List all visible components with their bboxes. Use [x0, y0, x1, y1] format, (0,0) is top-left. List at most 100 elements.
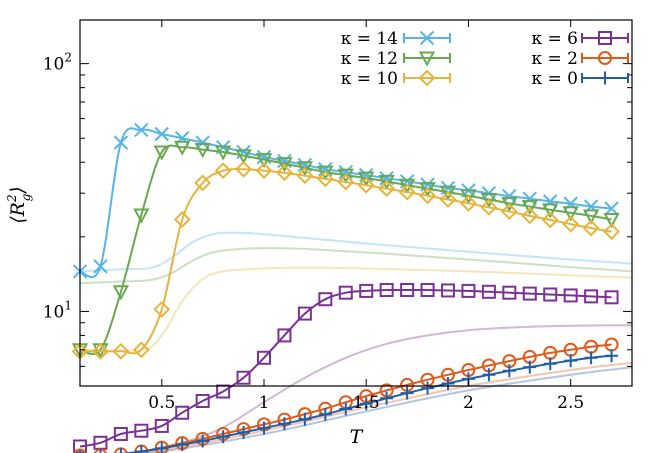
legend-item: κ = 0 [532, 69, 629, 89]
data-point [133, 208, 150, 224]
data-point [439, 185, 457, 201]
data-point [277, 417, 291, 431]
legend-item: κ = 14 [341, 29, 451, 49]
data-point [603, 223, 620, 240]
data-point [502, 285, 517, 300]
data-point [439, 191, 457, 208]
data-point [79, 449, 81, 453]
legend: κ = 14κ = 12κ = 10 κ = 6κ = 2κ = 0 [341, 29, 629, 89]
data-point [214, 145, 232, 161]
series-layer [71, 122, 620, 453]
legend-label: κ = 0 [532, 69, 579, 89]
x-tick-label: 2 [463, 393, 474, 413]
data-point [113, 427, 128, 442]
data-point [196, 434, 210, 448]
data-point [194, 143, 211, 159]
data-point [584, 351, 598, 365]
legend-marker [418, 51, 436, 67]
data-point [154, 418, 169, 433]
data-point [523, 360, 537, 374]
data-point [316, 170, 334, 188]
data-point [134, 445, 148, 453]
data-point [420, 283, 435, 298]
data-point [134, 122, 149, 138]
legend-marker [598, 71, 612, 85]
data-point [173, 211, 191, 228]
data-point [277, 328, 292, 343]
legend-label: κ = 2 [532, 49, 579, 69]
data-point [257, 421, 271, 435]
data-point [398, 183, 416, 201]
legend-label: κ = 10 [341, 69, 398, 89]
data-point [357, 176, 375, 194]
data-point [134, 423, 149, 438]
data-point [257, 350, 271, 365]
data-point [521, 207, 539, 225]
data-point [154, 126, 169, 142]
data-point [297, 306, 312, 321]
data-point [153, 300, 171, 318]
data-point [460, 194, 477, 212]
data-point [604, 290, 619, 305]
data-point [112, 285, 130, 301]
data-point [132, 341, 150, 359]
legend-item: κ = 10 [341, 69, 451, 89]
data-point [338, 285, 353, 300]
data-point [398, 178, 416, 194]
data-point [318, 292, 333, 307]
data-point [174, 140, 191, 156]
data-point [358, 171, 375, 187]
data-point [276, 157, 293, 173]
data-point [73, 448, 87, 453]
data-point [236, 370, 251, 385]
data-point [175, 438, 189, 452]
data-point [113, 135, 129, 150]
data-point [480, 198, 498, 216]
data-point [237, 425, 251, 439]
legend-marker [419, 30, 435, 46]
legend-item: κ = 12 [341, 49, 451, 69]
series-2 [71, 160, 620, 360]
data-point [92, 342, 109, 360]
data-point [521, 200, 538, 216]
series-line [79, 127, 612, 279]
legend-label: κ = 6 [532, 29, 579, 49]
data-point [400, 386, 414, 400]
legend-marker [598, 51, 612, 65]
data-point [378, 180, 396, 198]
legend-item: κ = 2 [532, 49, 629, 69]
x-axis-label: T [350, 426, 364, 448]
data-point [564, 354, 578, 368]
data-point [481, 284, 496, 299]
data-point [419, 187, 436, 205]
data-point [296, 161, 314, 177]
x-tick-label: 1.5 [353, 393, 380, 413]
data-point [298, 412, 312, 426]
data-point [604, 201, 619, 216]
data-point [337, 168, 354, 184]
data-point [255, 162, 273, 180]
data-point [195, 393, 210, 408]
data-point [379, 283, 394, 298]
data-point [214, 162, 232, 180]
data-point [296, 167, 314, 185]
y-tick-label: 101 [43, 298, 72, 322]
data-point [194, 174, 212, 192]
data-point [541, 211, 559, 229]
data-point [605, 349, 619, 363]
legend-label: κ = 14 [341, 29, 398, 49]
data-point [501, 196, 518, 212]
series-5 [79, 349, 619, 453]
data-point [543, 357, 557, 371]
data-point [582, 209, 600, 225]
data-point [216, 430, 230, 444]
data-point [461, 283, 476, 298]
data-point [542, 203, 559, 219]
data-point [584, 289, 599, 304]
legend-marker [598, 31, 612, 45]
data-point [500, 203, 518, 220]
data-point [153, 145, 170, 161]
reference-curve-0 [79, 231, 633, 273]
